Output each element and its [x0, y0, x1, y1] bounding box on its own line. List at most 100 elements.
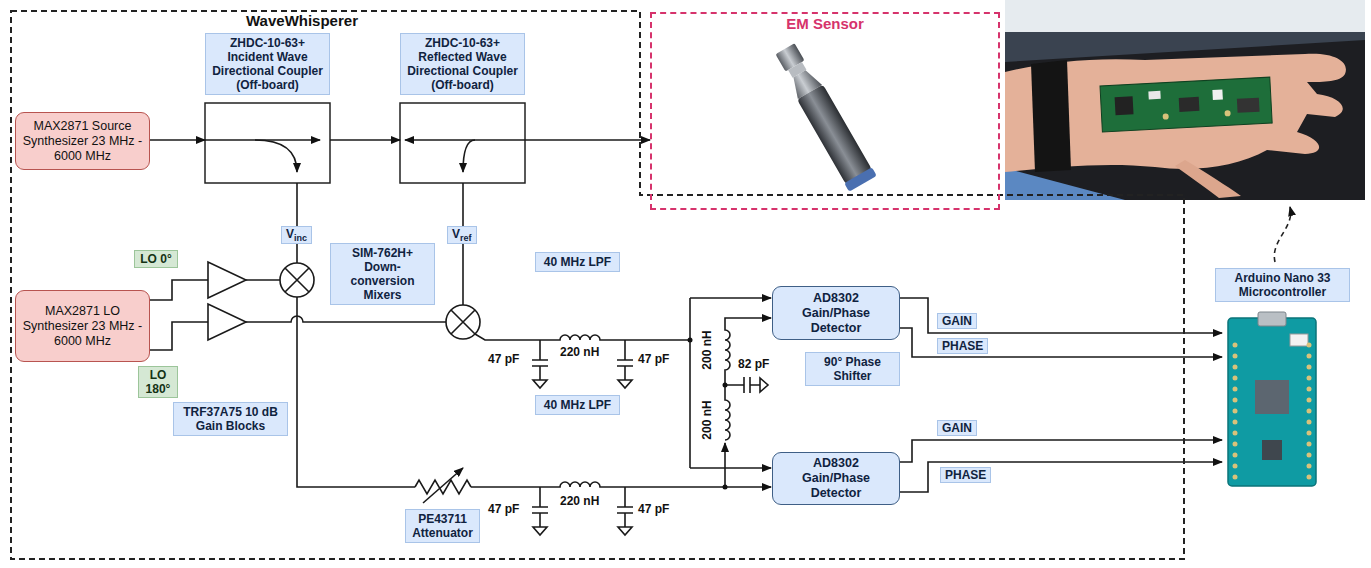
drawing-part	[1228, 318, 1316, 486]
incident-coupler-symbol	[205, 103, 330, 183]
drawing-part	[1005, 54, 1346, 172]
label-text: PE43711 Attenuator	[409, 512, 476, 540]
port-name: inc	[294, 233, 307, 243]
drawing-part	[1258, 312, 1286, 326]
drawing-part	[150, 103, 771, 535]
drawing-part	[1233, 376, 1238, 381]
label-text: AD8302 Gain/Phase Detector	[779, 291, 893, 336]
detector-box: AD8302 Gain/Phase Detector	[772, 286, 900, 340]
signal-tag: LO 180°	[138, 366, 178, 398]
signal-connector	[900, 462, 1222, 492]
port-name: ref	[460, 233, 472, 243]
drawing-part	[1224, 110, 1230, 116]
drawing-part	[689, 298, 691, 468]
signal-name: GAIN	[937, 313, 977, 329]
label-text: 40 MHz LPF	[539, 398, 616, 412]
reflected-if-path	[475, 298, 771, 468]
part-label-box: Arduino Nano 33 Microcontroller	[1215, 268, 1350, 302]
label-text: ZHDC-10-63+ Reflected Wave Directional C…	[404, 36, 521, 92]
system-boundary: WaveWhispererZHDC-10-63+ Incident Wave D…	[10, 10, 1185, 560]
signal-connector	[330, 139, 400, 141]
component-value: 47 pF	[488, 352, 519, 366]
port-name: V	[452, 227, 460, 241]
reflected-coupler-symbol	[400, 103, 525, 183]
label-text: AD8302 Gain/Phase Detector	[779, 456, 893, 501]
drawing-part	[255, 140, 297, 172]
drawing-part	[1233, 365, 1238, 370]
drawing-part	[1233, 387, 1238, 392]
drawing-part	[1233, 420, 1238, 425]
synthesizer-box: MAX2871 LO Synthesizer 23 MHz - 6000 MHz	[15, 290, 150, 362]
drawing-part	[532, 487, 548, 527]
drawing-part	[1237, 98, 1260, 113]
port-tag: Vref	[447, 226, 477, 244]
label-text: ZHDC-10-63+ Incident Wave Directional Co…	[209, 36, 326, 92]
signal-name: PHASE	[937, 338, 988, 354]
drawing-part	[246, 279, 280, 281]
drawing-part	[205, 103, 330, 183]
part-label-box: SIM-762H+ Down-conversion Mixers	[330, 243, 435, 305]
amplifier-symbol	[208, 262, 246, 340]
drawing-part	[1233, 343, 1312, 480]
port-tag: Vinc	[281, 226, 312, 244]
drawing-part	[208, 262, 246, 298]
drawing-part	[690, 297, 771, 299]
drawing-part	[1148, 91, 1160, 100]
signal-connector	[525, 139, 650, 141]
drawing-part	[1307, 464, 1312, 469]
component-value: 220 nH	[560, 345, 599, 359]
part-label-box: 40 MHz LPF	[535, 252, 620, 272]
drawing-part	[1005, 0, 1365, 32]
drawing-part	[1307, 442, 1312, 447]
drawing-part	[533, 380, 547, 388]
drawing-part	[1233, 464, 1238, 469]
drawing-part	[797, 85, 872, 185]
drawing-part	[1233, 431, 1238, 436]
component-value: 47 pF	[488, 502, 519, 516]
drawing-part	[446, 305, 480, 339]
drawing-part	[415, 480, 471, 494]
component-value: 220 nH	[560, 494, 599, 508]
drawing-part	[1233, 475, 1238, 480]
drawing-part	[423, 468, 463, 503]
drawing-part	[1255, 380, 1289, 414]
drawing-part	[1233, 398, 1238, 403]
drawing-part	[724, 443, 726, 487]
component-value: 47 pF	[638, 502, 669, 516]
signal-connector	[150, 139, 205, 141]
drawing-part	[297, 297, 415, 487]
drawing-part	[1307, 453, 1312, 458]
part-label-box: 90° Phase Shifter	[805, 352, 900, 386]
component-value: 47 pF	[638, 352, 669, 366]
drawing-part	[1307, 420, 1312, 425]
em-sensor-probe	[771, 41, 877, 192]
label-text: WaveWhisperer	[246, 12, 358, 29]
label-text: MAX2871 LO Synthesizer 23 MHz - 6000 MHz	[22, 304, 143, 349]
sensor-frame: EM Sensor	[650, 12, 1000, 210]
signal-name: PHASE	[940, 467, 991, 483]
label-text: SIM-762H+ Down-conversion Mixers	[334, 246, 431, 302]
drawing-part	[1290, 334, 1308, 346]
drawing-part	[1307, 475, 1312, 480]
drawing-part	[246, 316, 446, 322]
drawing-part	[690, 467, 771, 469]
drawing-part	[208, 304, 246, 340]
component-value: 200 nH	[700, 330, 714, 369]
drawing-part	[1233, 354, 1238, 359]
signal-name: GAIN	[937, 420, 977, 436]
drawing-part	[1233, 409, 1238, 414]
drawing-part	[1005, 40, 1365, 200]
drawing-part	[1163, 113, 1169, 119]
drawing-part	[723, 383, 728, 388]
drawing-part	[1307, 376, 1312, 381]
microcontroller-board	[1228, 312, 1316, 486]
drawing-part	[618, 527, 632, 535]
dashed-boundary	[11, 11, 1184, 559]
drawing-part	[405, 139, 525, 141]
wearable-photo	[1005, 0, 1365, 200]
component-value: 200 nH	[700, 400, 714, 439]
drawing-part	[280, 263, 314, 297]
drawing-part	[1307, 387, 1312, 392]
detector-box: AD8302 Gain/Phase Detector	[772, 452, 900, 505]
drawing-part	[1233, 343, 1238, 348]
